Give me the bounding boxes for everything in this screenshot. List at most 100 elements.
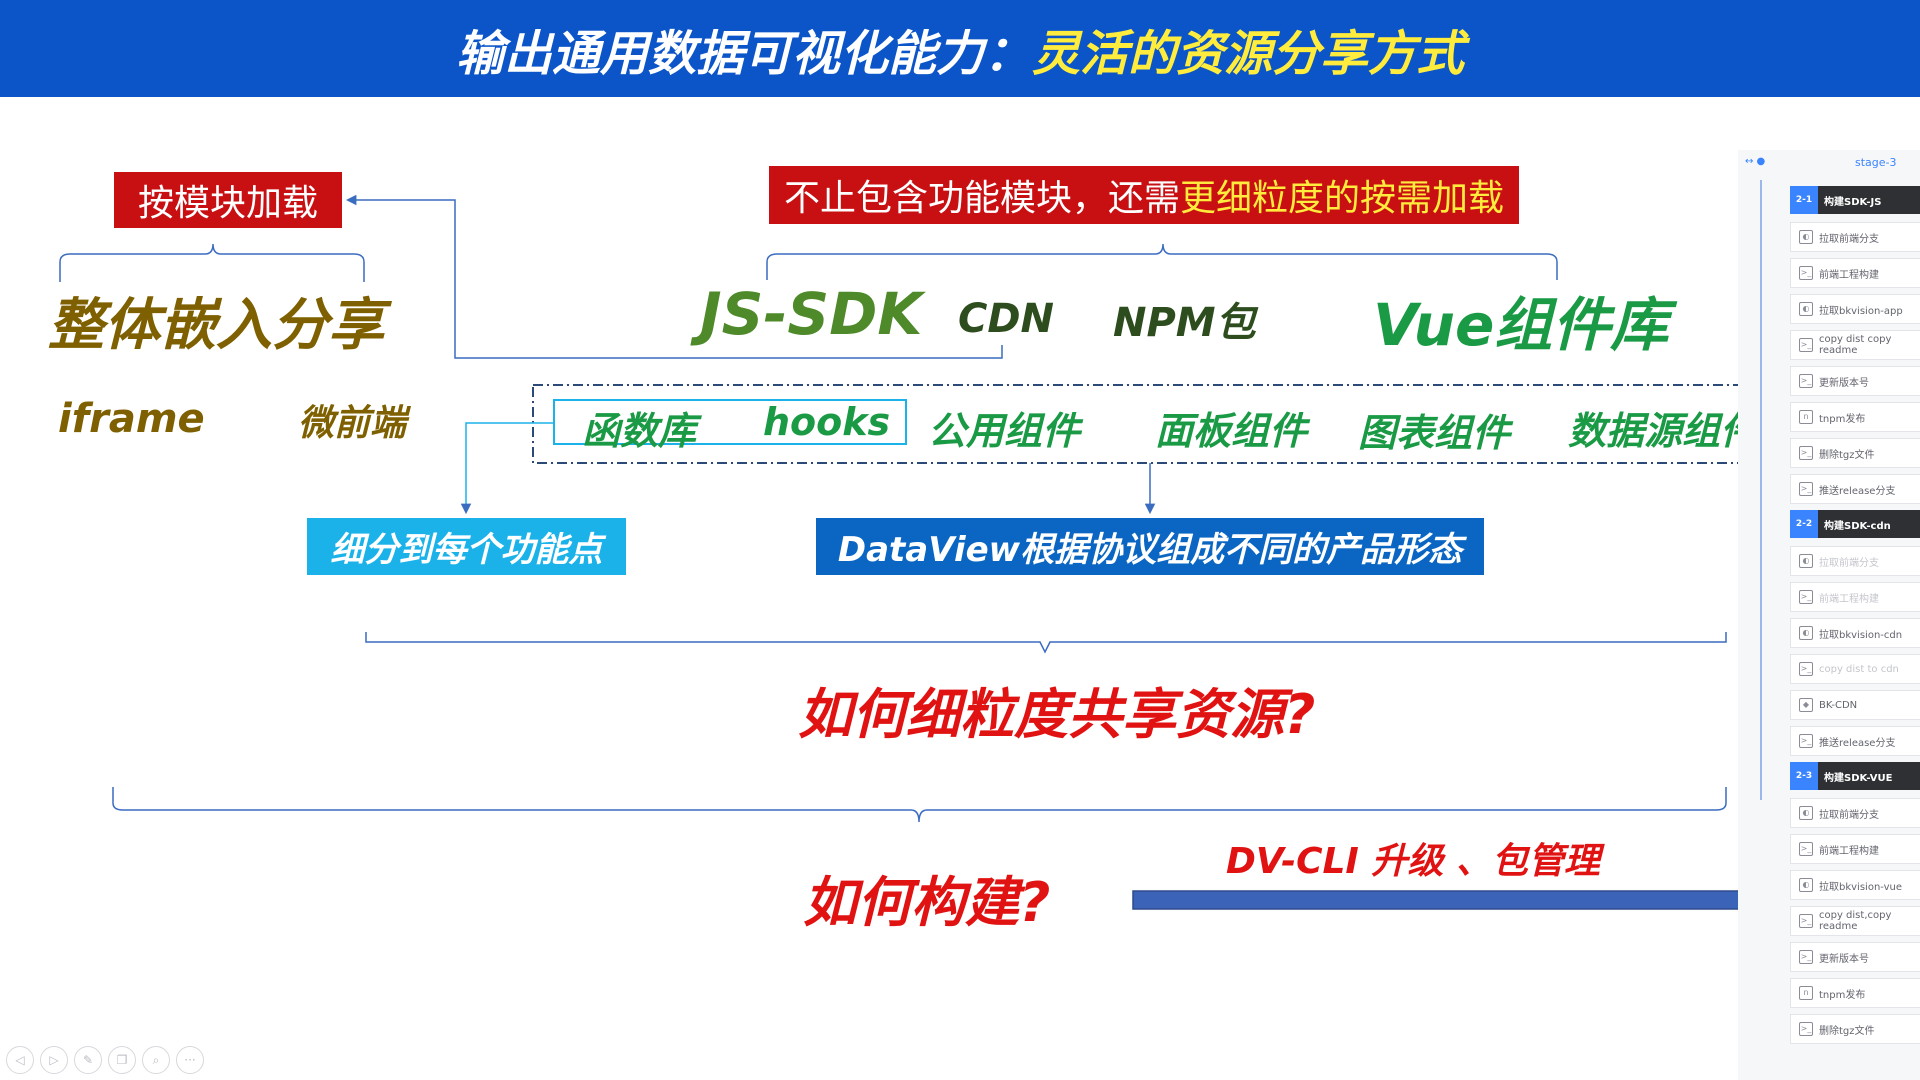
upload-icon: ◆: [1799, 698, 1813, 712]
pipeline-collapse-icon[interactable]: ↔ ●: [1745, 156, 1766, 167]
terminal-icon: >_: [1799, 842, 1813, 856]
step-label: copy dist to cdn: [1819, 663, 1899, 675]
terminal-icon: >_: [1799, 914, 1813, 928]
pipeline-step[interactable]: >_前端工程构建: [1790, 834, 1920, 864]
step-label: 更新版本号: [1819, 953, 1869, 965]
git-icon: ◐: [1799, 878, 1813, 892]
terminal-icon: >_: [1799, 950, 1813, 964]
pipeline-step[interactable]: >_更新版本号: [1790, 366, 1920, 396]
connector-granular: [460, 422, 553, 515]
pipeline-step[interactable]: >_ copy dist,copy readme: [1790, 906, 1920, 936]
slide-title: 输出通用数据可视化能力： 灵活的资源分享方式: [0, 0, 1920, 97]
step-label: copy dist,copy readme: [1819, 910, 1892, 932]
title-main: 输出通用数据可视化能力：: [455, 25, 1032, 82]
step-label: 拉取bkvision-app: [1819, 305, 1903, 317]
pipeline-step[interactable]: >_ 删除tgz文件: [1790, 438, 1920, 468]
item-function-lib: 函数库: [582, 409, 697, 453]
pipeline-step[interactable]: >_ copy dist copy readme: [1790, 330, 1920, 360]
function-hooks-box: [553, 399, 907, 445]
vue-lib-label: Vue组件库: [1373, 291, 1669, 359]
step-label: 拉取前端分支: [1819, 809, 1879, 821]
question-share: 如何细粒度共享资源?: [798, 683, 1316, 746]
stage-label: 构建SDK-cdn: [1824, 520, 1891, 532]
pipeline-step[interactable]: >_ 删除tgz文件: [1790, 1014, 1920, 1044]
question-build: 如何构建?: [803, 871, 1051, 934]
pipeline-step[interactable]: ◐拉取前端分支: [1790, 546, 1920, 576]
step-label: 删除tgz文件: [1819, 449, 1875, 461]
pipeline-track: [1760, 180, 1762, 800]
terminal-icon: >_: [1799, 734, 1813, 748]
step-label: 前端工程构建: [1819, 593, 1879, 605]
pipeline-step[interactable]: >_ 推送release分支: [1790, 474, 1920, 504]
pipeline-step[interactable]: ◐拉取前端分支: [1790, 798, 1920, 828]
item-common-components: 公用组件: [928, 409, 1081, 453]
brace-module: [59, 243, 365, 282]
step-label: 前端工程构建: [1819, 269, 1879, 281]
stage-number: 2-2: [1790, 510, 1818, 538]
title-bar: [0, 0, 1920, 97]
pipeline-stage[interactable]: 2-3 构建SDK-VUE: [1790, 762, 1920, 790]
prev-icon[interactable]: ◁: [6, 1046, 34, 1074]
pipeline-step[interactable]: ◐拉取bkvision-vue: [1790, 870, 1920, 900]
git-icon: ◐: [1799, 554, 1813, 568]
cdn-label: CDN: [958, 296, 1055, 342]
pipeline-step[interactable]: >_ 更新版本号: [1790, 942, 1920, 972]
pipeline-step[interactable]: >_ copy dist to cdn: [1790, 654, 1920, 684]
terminal-icon: >_: [1799, 482, 1813, 496]
pipeline-step[interactable]: ◐ 拉取bkvision-cdn: [1790, 618, 1920, 648]
terminal-icon: >_: [1799, 446, 1813, 460]
pen-icon[interactable]: ✎: [74, 1046, 102, 1074]
terminal-icon: >_: [1799, 1022, 1813, 1036]
iframe-label: iframe: [58, 396, 205, 442]
brace-build: [112, 787, 1727, 823]
step-label: 更新版本号: [1819, 377, 1869, 389]
step-label: 删除tgz文件: [1819, 1025, 1875, 1037]
pipeline-step[interactable]: ◐ 拉取bkvision-app: [1790, 294, 1920, 324]
stage-label: 构建SDK-JS: [1824, 196, 1882, 208]
npm-label: NPM包: [1113, 300, 1256, 346]
title-accent: 灵活的资源分享方式: [1032, 25, 1465, 82]
brace-notice: [766, 243, 1558, 280]
step-label: tnpm发布: [1819, 989, 1866, 1001]
pipeline-step[interactable]: >_推送release分支: [1790, 726, 1920, 756]
step-label: 拉取bkvision-cdn: [1819, 629, 1903, 641]
notice-highlight: 更细粒度的按需加载: [1180, 178, 1505, 219]
git-icon: ◐: [1799, 302, 1813, 316]
item-datasource-components: 数据源组件: [1568, 409, 1759, 453]
build-arrow: [1132, 878, 1772, 922]
notice-prefix: 不止包含功能模块，还需: [783, 178, 1180, 219]
step-label: BK-CDN: [1819, 699, 1858, 711]
git-icon: ◐: [1799, 626, 1813, 640]
step-label: 推送release分支: [1819, 485, 1896, 497]
terminal-icon: >_: [1799, 662, 1813, 676]
pipeline-stage[interactable]: 2-1 构建SDK-JS: [1790, 186, 1920, 214]
player-controls: ◁▷✎❐⌕···: [6, 1046, 204, 1074]
stage-label: 构建SDK-VUE: [1824, 772, 1893, 784]
npm-icon: n: [1799, 986, 1813, 1000]
pipeline-step[interactable]: ◐拉取前端分支: [1790, 222, 1920, 252]
stage-number: 2-3: [1790, 762, 1818, 790]
pipeline-step[interactable]: >_前端工程构建: [1790, 582, 1920, 612]
js-sdk-label: JS-SDK: [700, 280, 923, 348]
stage-number: 2-1: [1790, 186, 1818, 214]
notice-box: 不止包含功能模块，还需更细粒度的按需加载: [769, 166, 1519, 224]
pipeline-step[interactable]: ◆ BK-CDN: [1790, 690, 1920, 720]
copy-icon[interactable]: ❐: [108, 1046, 136, 1074]
item-panel-components: 面板组件: [1155, 409, 1308, 453]
more-icon[interactable]: ···: [176, 1046, 204, 1074]
step-label: tnpm发布: [1819, 413, 1866, 425]
pipeline-step[interactable]: >_前端工程构建: [1790, 258, 1920, 288]
step-label: copy dist copy readme: [1819, 334, 1892, 356]
dataview-tag: DataView根据协议组成不同的产品形态: [816, 518, 1484, 575]
granular-tag: 细分到每个功能点: [307, 518, 626, 575]
terminal-icon: >_: [1799, 338, 1813, 352]
next-icon[interactable]: ▷: [40, 1046, 68, 1074]
step-label: 拉取前端分支: [1819, 233, 1879, 245]
brace-share: [365, 632, 1727, 654]
pipeline-stage[interactable]: 2-2 构建SDK-cdn: [1790, 510, 1920, 538]
micro-frontend-label: 微前端: [298, 403, 407, 444]
zoom-icon[interactable]: ⌕: [142, 1046, 170, 1074]
